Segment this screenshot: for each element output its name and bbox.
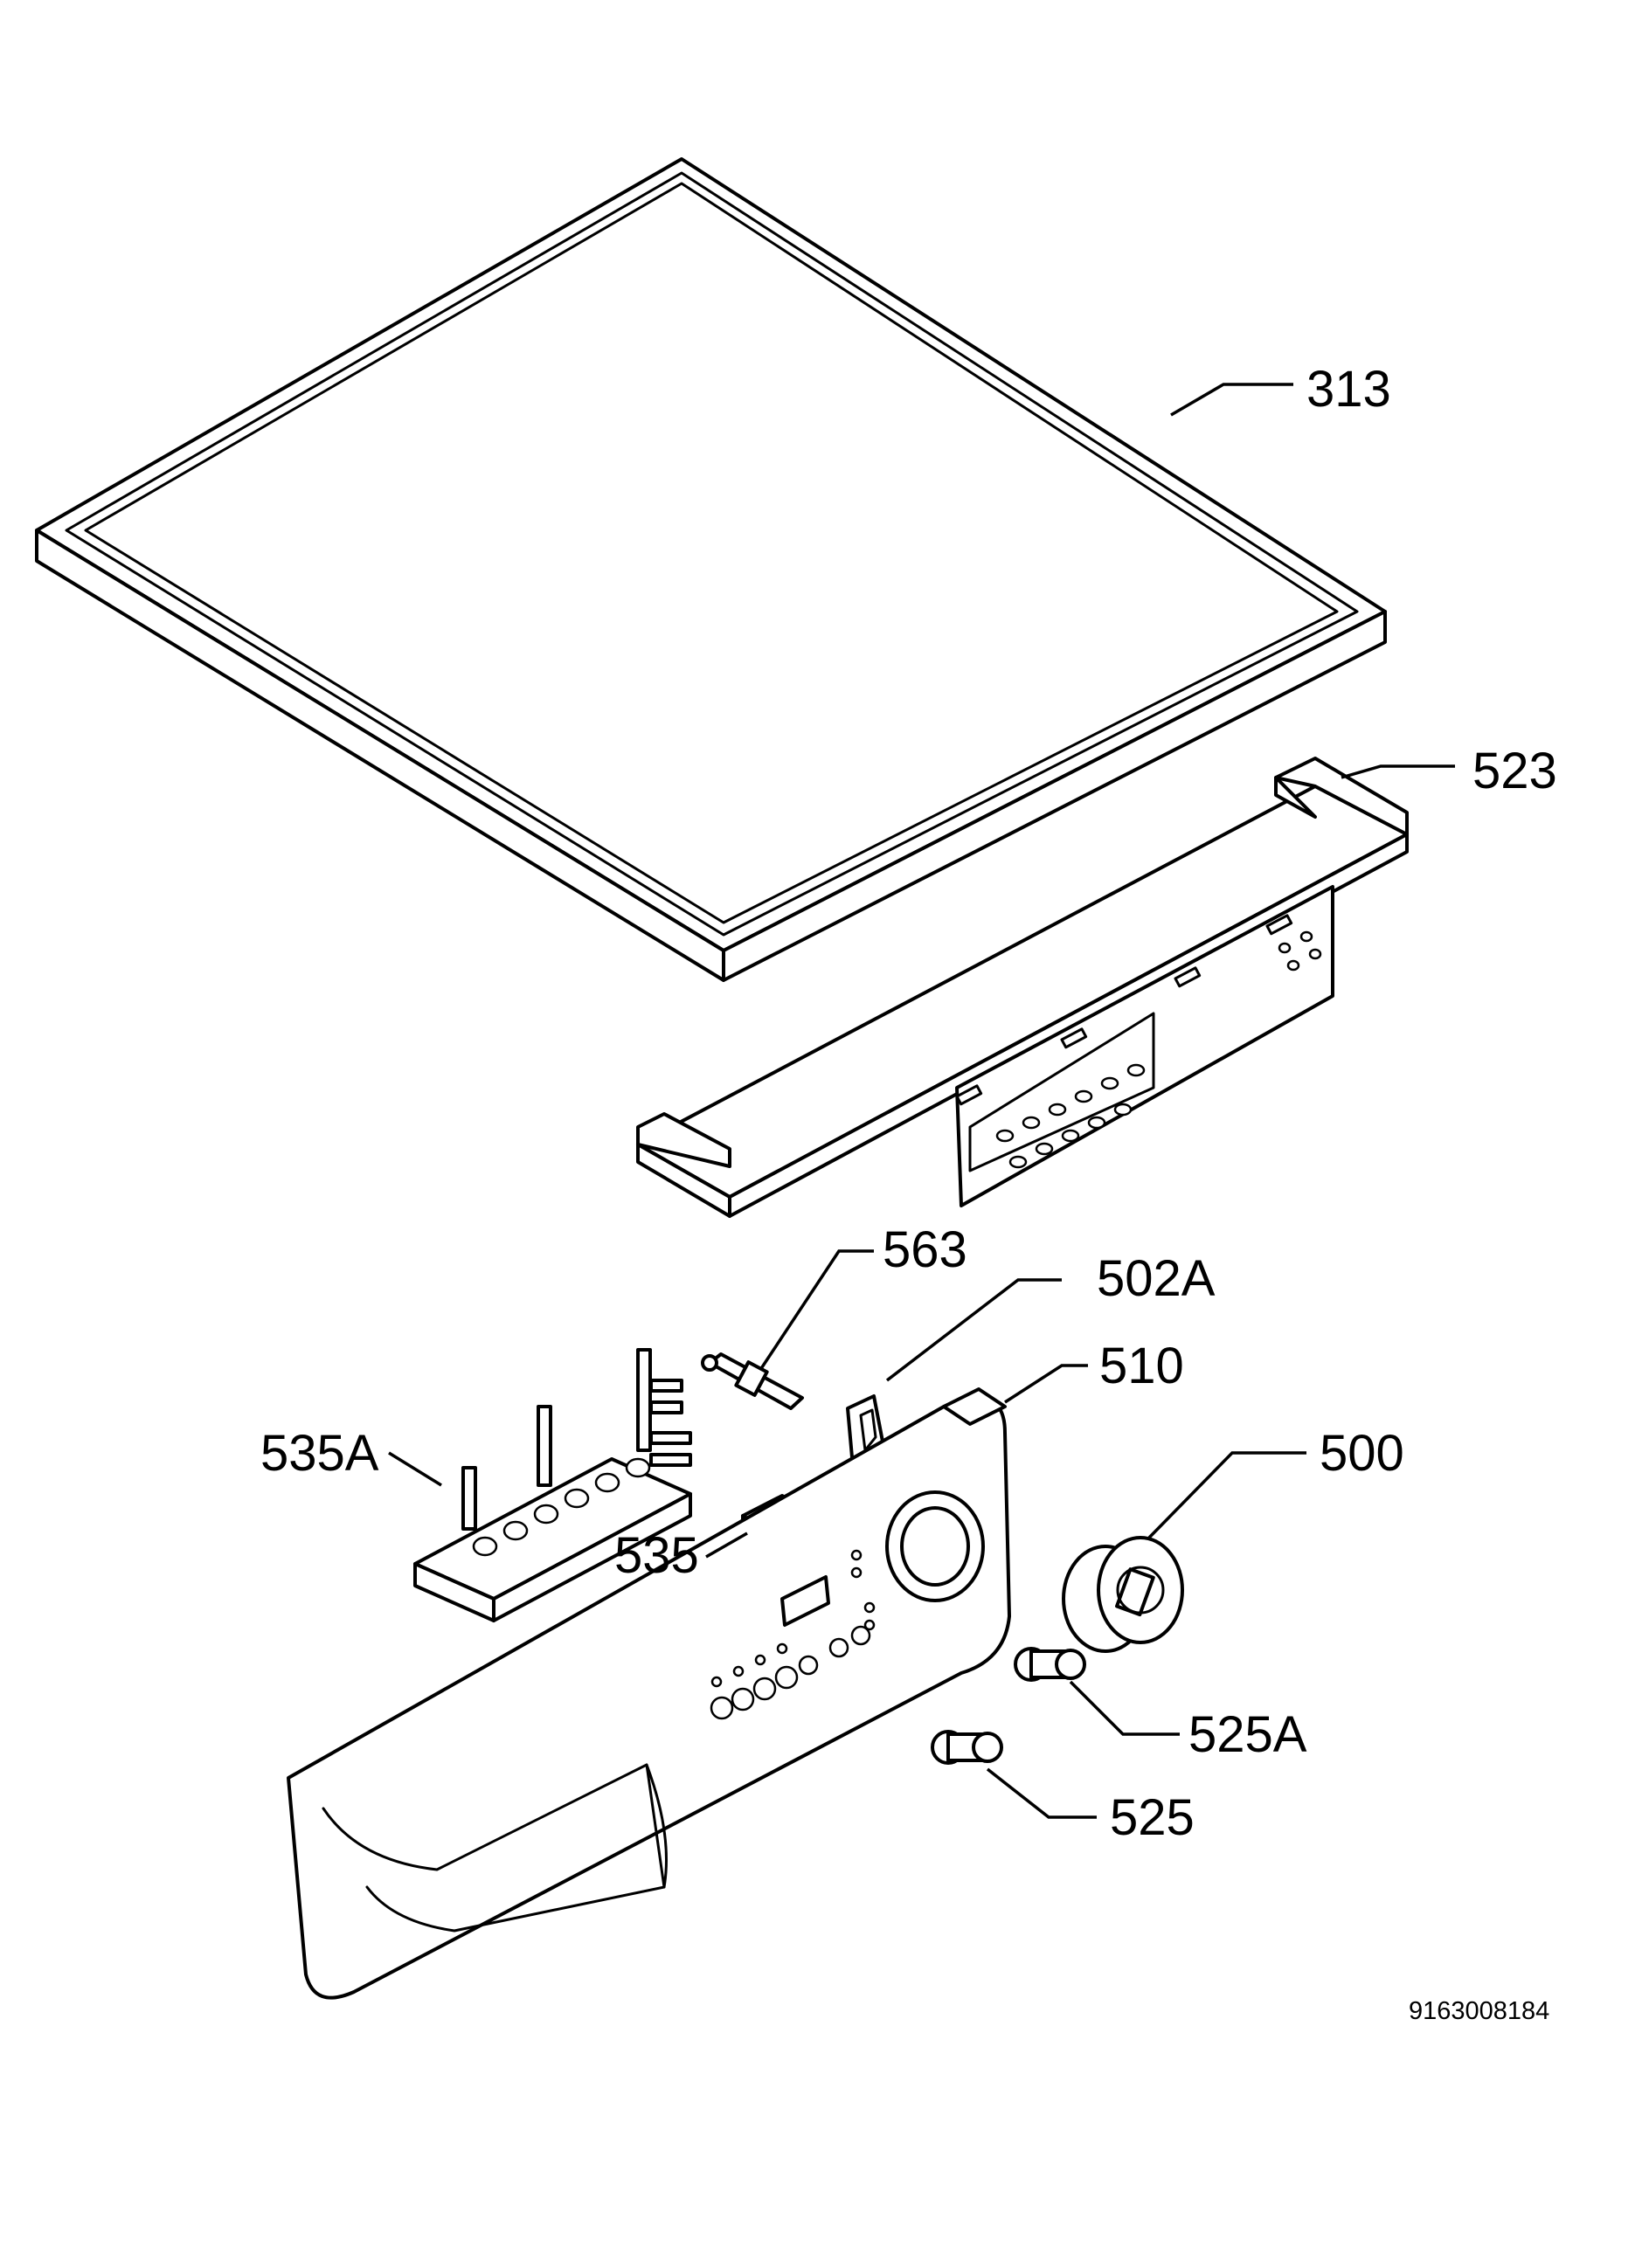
part-525-button	[931, 1730, 1003, 1765]
label-510: 510	[1099, 1338, 1184, 1394]
switch-buttons	[472, 1457, 651, 1557]
part-510-front-panel	[287, 1387, 1011, 2000]
leader-lines	[388, 383, 1455, 1819]
part-563-rod	[701, 1352, 804, 1410]
label-525a: 525A	[1188, 1706, 1307, 1763]
frame-holes	[995, 930, 1322, 1169]
part-labels: 313 523 563 502A 510 500 535A 535 525A 5…	[260, 361, 1557, 2025]
label-502a: 502A	[1097, 1250, 1216, 1307]
part-535a-switch-assembly	[413, 1348, 692, 1622]
part-523-control-frame	[636, 757, 1409, 1218]
label-523: 523	[1472, 743, 1557, 799]
drawing-number: 9163008184	[1409, 1997, 1549, 2025]
label-535: 535	[614, 1527, 699, 1584]
label-525: 525	[1110, 1789, 1195, 1846]
part-500-knob	[1062, 1536, 1184, 1653]
label-563: 563	[883, 1221, 967, 1278]
label-500: 500	[1320, 1425, 1404, 1482]
label-313: 313	[1306, 361, 1391, 418]
part-525a-button	[1014, 1647, 1086, 1682]
panel-buttons	[710, 1549, 876, 1720]
part-313-top-cover	[35, 157, 1387, 982]
label-535a: 535A	[260, 1425, 379, 1482]
